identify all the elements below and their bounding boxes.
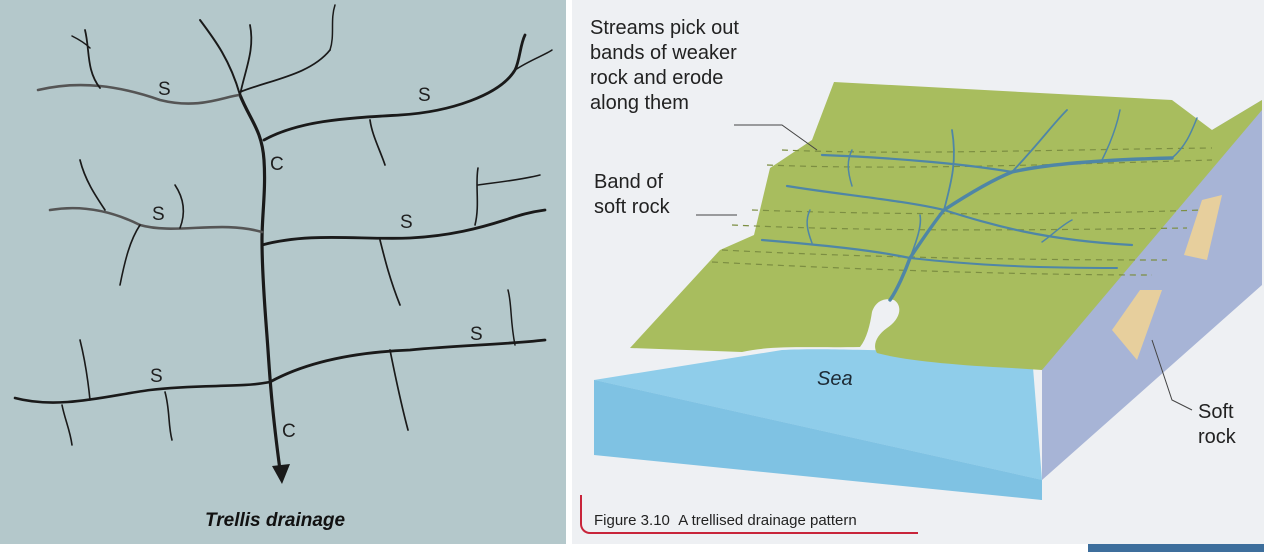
subsequent-stream-bottom-left bbox=[15, 382, 270, 403]
consequent-arrowhead bbox=[272, 464, 290, 484]
band-callout-line: soft rock bbox=[594, 195, 670, 220]
bottom-edge-strip bbox=[1088, 544, 1264, 552]
subsequent-label: S bbox=[418, 86, 431, 105]
consequent-river bbox=[240, 95, 280, 470]
streams-callout: Streams pick out bands of weaker rock an… bbox=[590, 16, 739, 116]
soft-rock-callout-line: Soft bbox=[1198, 400, 1236, 425]
streams-callout-line: rock and erode bbox=[590, 66, 739, 91]
consequent-label: C bbox=[270, 155, 284, 174]
subsequent-label: S bbox=[158, 80, 171, 99]
block-diagram-panel: Streams pick out bands of weaker rock an… bbox=[572, 0, 1264, 544]
subsequent-label: S bbox=[150, 367, 163, 386]
streams-callout-line: Streams pick out bbox=[590, 16, 739, 41]
streams-callout-line: along them bbox=[590, 91, 739, 116]
trellis-sketch-panel: S S S S S S C C Trellis drainage bbox=[0, 0, 566, 544]
sea-label: Sea bbox=[817, 368, 853, 391]
subsequent-stream-bottom-right bbox=[270, 340, 545, 382]
soft-rock-callout-line: rock bbox=[1198, 425, 1236, 450]
streams-callout-line: bands of weaker bbox=[590, 41, 739, 66]
subsequent-label: S bbox=[400, 213, 413, 232]
sketch-caption: Trellis drainage bbox=[205, 510, 345, 532]
figure-title: A trellised drainage pattern bbox=[678, 512, 856, 529]
figure-number: Figure 3.10 bbox=[594, 512, 670, 529]
figure-caption: Figure 3.10 A trellised drainage pattern bbox=[594, 512, 857, 529]
subsequent-label: S bbox=[470, 325, 483, 344]
band-callout: Band of soft rock bbox=[594, 170, 670, 220]
band-callout-line: Band of bbox=[594, 170, 670, 195]
subsequent-label: S bbox=[152, 205, 165, 224]
subsequent-stream-top-left bbox=[38, 85, 240, 104]
trellis-sketch bbox=[0, 0, 566, 544]
subsequent-stream-top-right bbox=[264, 35, 525, 140]
soft-rock-callout: Soft rock bbox=[1198, 400, 1236, 450]
consequent-label: C bbox=[282, 422, 296, 441]
